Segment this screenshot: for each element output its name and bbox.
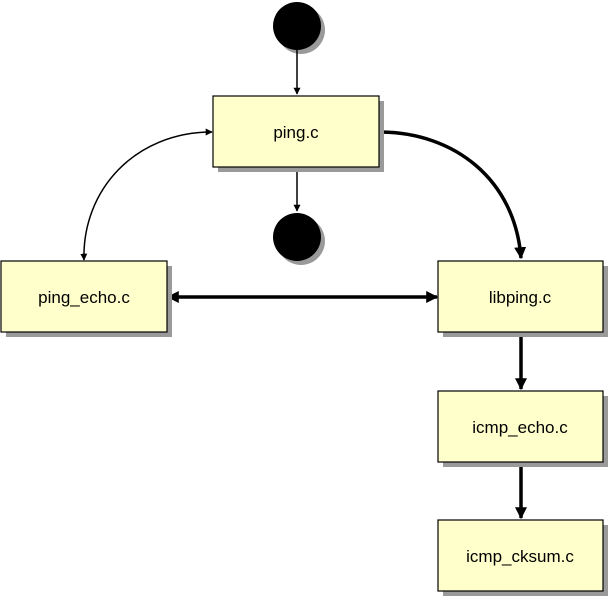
node-icmp-cksum: icmp_cksum.c <box>437 519 608 596</box>
node-icmp-cksum-label: icmp_cksum.c <box>466 547 574 566</box>
node-libping-label: libping.c <box>489 288 552 307</box>
node-ping-echo-label: ping_echo.c <box>38 288 130 307</box>
edge-ping-to-libping <box>378 130 527 260</box>
node-ping: ping.c <box>212 95 384 172</box>
node-icmp-echo: icmp_echo.c <box>437 390 608 467</box>
node-ping-echo: ping_echo.c <box>0 260 172 337</box>
node-libping: libping.c <box>437 260 608 337</box>
node-icmp-echo-label: icmp_echo.c <box>472 418 568 437</box>
node-ping-label: ping.c <box>273 123 319 142</box>
end-terminal <box>273 213 325 265</box>
start-terminal <box>273 2 325 54</box>
edge-ping-ping-echo <box>80 128 213 261</box>
